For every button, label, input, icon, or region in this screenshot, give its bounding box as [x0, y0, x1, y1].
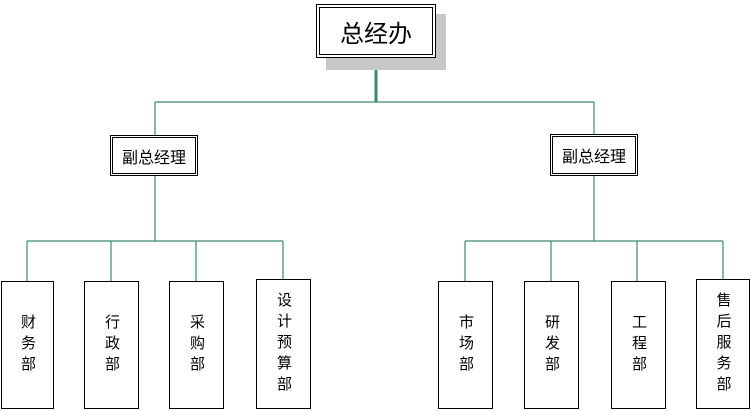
department-label: 工程部: [630, 313, 648, 377]
department-node: 采购部: [169, 281, 224, 409]
department-label: 售后服务部: [714, 291, 733, 397]
department-label: 财务部: [19, 313, 37, 377]
department-label: 行政部: [103, 313, 121, 377]
department-label: 研发部: [543, 313, 561, 377]
department-node: 工程部: [611, 281, 666, 409]
department-node: 市场部: [438, 281, 493, 409]
manager-node-left: 副总经理: [110, 135, 198, 176]
department-node: 财务部: [1, 281, 54, 409]
manager-node-right: 副总经理: [550, 134, 638, 176]
department-node: 研发部: [524, 281, 579, 409]
root-node-label: 总经办: [340, 19, 412, 48]
department-node: 设计预算部: [256, 279, 311, 409]
manager-node-label: 副总经理: [561, 147, 626, 166]
department-node: 行政部: [84, 281, 139, 409]
department-label: 设计预算部: [275, 291, 293, 397]
department-label: 采购部: [188, 313, 206, 377]
root-node: 总经办: [316, 4, 436, 58]
department-label: 市场部: [457, 313, 475, 377]
manager-node-label: 副总经理: [121, 147, 186, 167]
department-node: 售后服务部: [696, 279, 750, 409]
